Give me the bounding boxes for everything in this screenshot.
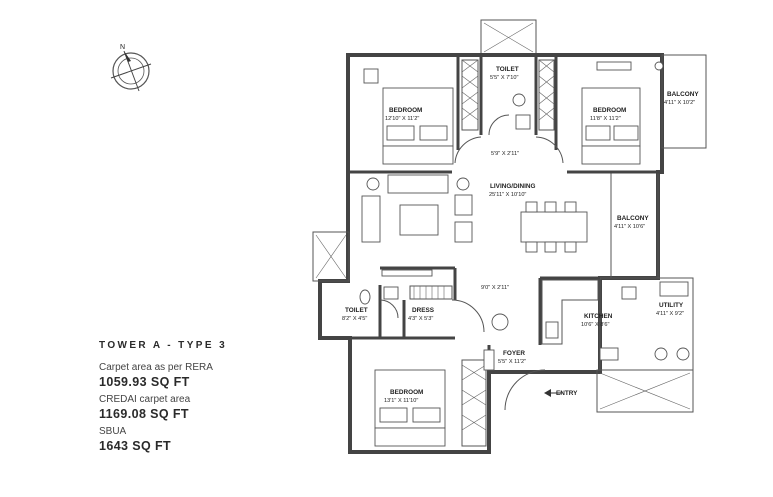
carpet-rera-label: Carpet area as per RERA <box>99 362 213 373</box>
living-size: 25'11" X 10'10" <box>489 192 526 198</box>
dress-size: 4'3" X 5'3" <box>408 316 433 322</box>
utility-size: 4'11" X 9'2" <box>656 311 684 317</box>
entry-arrow-icon <box>544 389 562 397</box>
unit-info-panel: TOWER A - TYPE 3 Carpet area as per RERA… <box>99 340 299 458</box>
balcony-mid-size: 4'11" X 10'6" <box>614 224 645 230</box>
foyer-size: 5'5" X 11'2" <box>498 359 526 365</box>
toilet-icon <box>512 93 526 107</box>
balcony-mid-name: BALCONY <box>617 215 649 222</box>
bedroom-bottom-name: BEDROOM <box>390 389 423 396</box>
bedroom-right-size: 11'8" X 11'2" <box>590 116 621 122</box>
dining-table-icon <box>520 211 588 243</box>
toilet-icon <box>359 289 371 305</box>
tower-title: TOWER A - TYPE 3 <box>99 340 228 351</box>
sofa-icon <box>361 195 381 243</box>
entry-label: ENTRY <box>556 390 578 397</box>
kitchen-name: KITCHEN <box>584 313 613 320</box>
bed-icon <box>374 369 446 447</box>
foyer-name: FOYER <box>503 350 525 357</box>
carpet-rera-value: 1059.93 SQ FT <box>99 375 190 389</box>
toilet-left-name: TOILET <box>345 307 368 314</box>
bedroom-left-name: BEDROOM <box>389 107 422 114</box>
bedroom-right-name: BEDROOM <box>593 107 626 114</box>
living-name: LIVING/DINING <box>490 183 535 190</box>
toilet-left-size: 8'2" X 4'5" <box>342 316 367 322</box>
toilet-top-size: 5'5" X 7'10" <box>490 75 519 81</box>
kitchen-size: 10'6" X 8'6" <box>581 322 610 328</box>
passage-size: 5'9" X 2'11" <box>491 151 519 157</box>
credai-value: 1169.08 SQ FT <box>99 407 189 421</box>
bedroom-left-size: 12'10" X 11'2" <box>385 116 419 122</box>
compass-label: N <box>120 44 125 51</box>
coffee-table-icon <box>399 204 439 236</box>
sofa-icon <box>387 174 449 194</box>
bed-icon <box>382 87 454 165</box>
sink-icon <box>383 286 399 300</box>
utility-name: UTILITY <box>659 302 684 309</box>
dress-name: DRESS <box>412 307 435 314</box>
sink-icon <box>515 114 531 130</box>
bed-icon <box>581 87 641 165</box>
bedroom-bottom-size: 13'1" X 11'10" <box>384 398 418 404</box>
balcony-right-name: BALCONY <box>667 91 699 98</box>
toilet-top-name: TOILET <box>496 66 519 73</box>
corridor-size: 9'0" X 2'11" <box>481 285 509 291</box>
sbua-value: 1643 SQ FT <box>99 439 172 453</box>
sbua-label: SBUA <box>99 426 127 437</box>
compass-icon: N <box>110 44 152 92</box>
balcony-right-size: 4'11" X 10'2" <box>664 100 695 106</box>
credai-label: CREDAI carpet area <box>99 394 191 405</box>
